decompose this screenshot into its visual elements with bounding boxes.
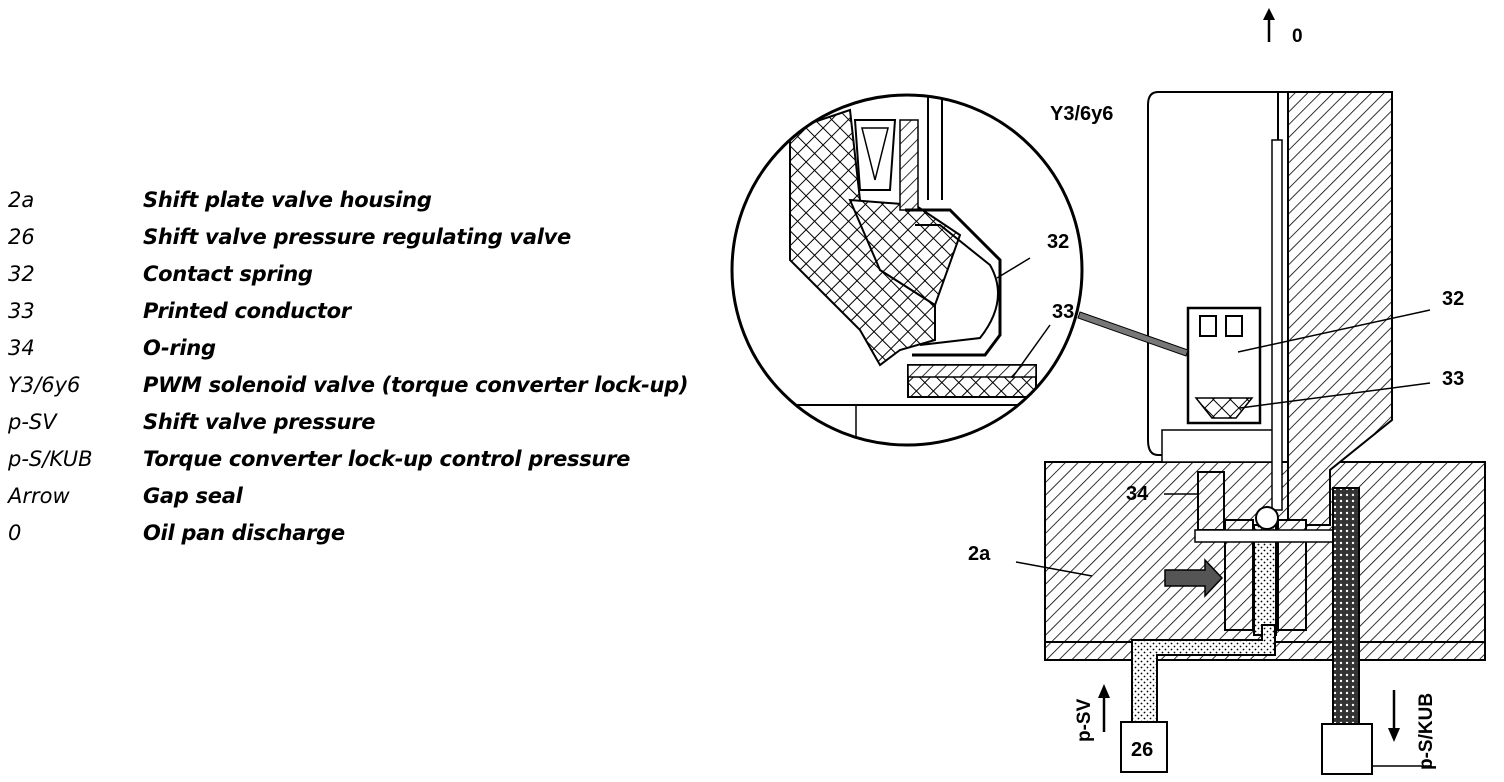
solenoid-body [1147,91,1393,526]
legend-code: 34 [8,336,35,360]
arrow-up-icon [1263,8,1275,42]
legend-desc: Gap seal [143,484,243,508]
psv-arrow-icon [1098,684,1110,732]
legend-code: 2a [8,188,35,212]
gap-seal-arrow [1164,558,1224,598]
legend-desc: O-ring [143,336,216,360]
label-26: 26 [1131,739,1153,761]
label-psv: p-SV [1074,698,1095,742]
legend-desc: Printed conductor [143,299,351,323]
pskub-arrow-icon [1388,690,1400,742]
label-zero: 0 [1292,26,1303,47]
legend-code: p-SV [8,410,57,434]
label-pskub: p-S/KUB [1416,693,1437,770]
label-32-main: 32 [1442,288,1464,310]
leader-lines [1015,309,1431,577]
valve-passages [1131,471,1360,725]
label-y3-6y6: Y3/6y6 [1050,103,1113,125]
legend-code: 32 [8,262,35,286]
legend-desc: Shift plate valve housing [143,188,432,212]
legend-code: 0 [8,521,22,545]
label-33-detail: 33 [1052,301,1074,323]
legend-code: 33 [8,299,35,323]
legend-desc: Oil pan discharge [143,521,345,545]
legend-code: p-S/KUB [8,447,93,471]
label-2a: 2a [968,543,991,565]
legend-desc: Shift valve pressure [143,410,376,434]
legend-desc: Contact spring [143,262,313,286]
legend-code: Y3/6y6 [8,373,81,397]
legend-desc: PWM solenoid valve (torque converter loc… [143,373,689,397]
legend-desc: Torque converter lock-up control pressur… [143,447,631,471]
label-34: 34 [1126,483,1149,505]
legend-desc: Shift valve pressure regulating valve [143,225,571,249]
inner-contact-box [1186,306,1262,425]
label-33-main: 33 [1442,368,1464,390]
label-32-detail: 32 [1047,231,1069,253]
component-26-box [1120,721,1168,773]
legend-code: 26 [8,225,35,249]
detail-magnifier [730,93,1189,447]
pskub-box [1321,723,1432,775]
legend-code: Arrow [8,484,70,508]
